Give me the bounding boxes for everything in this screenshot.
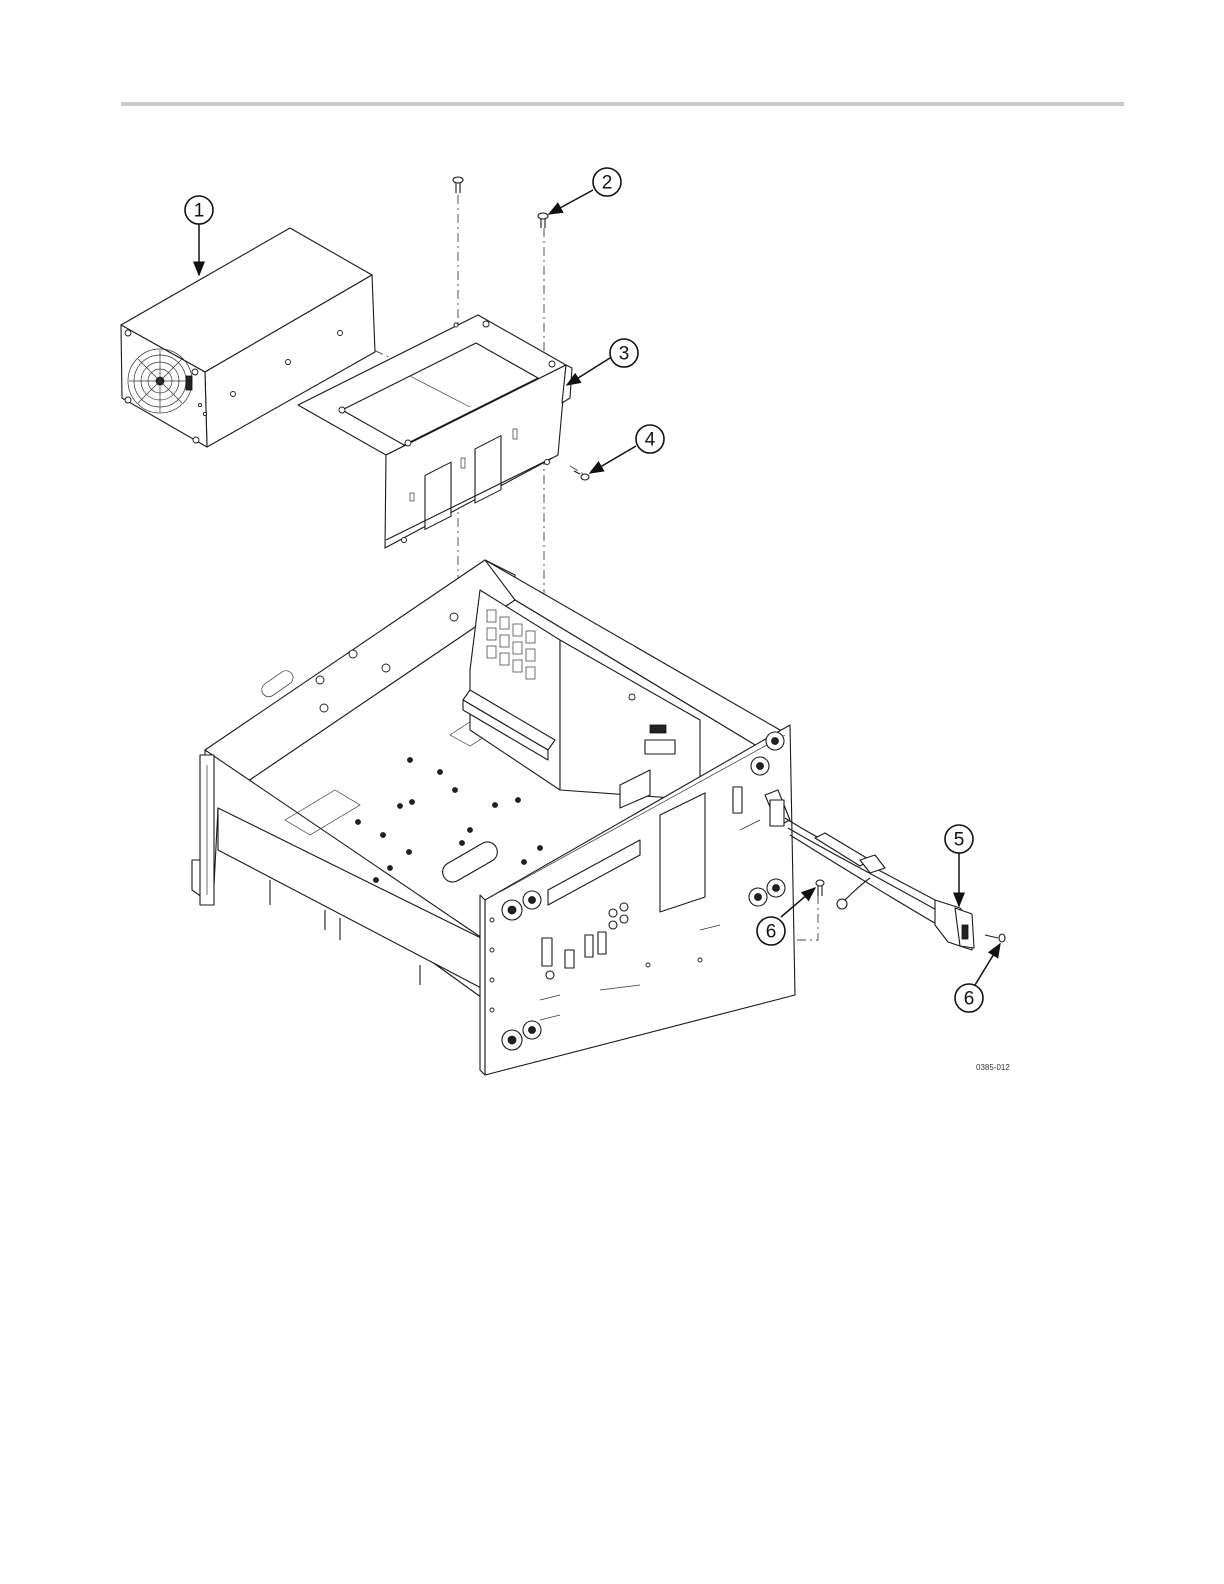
chassis bbox=[192, 560, 795, 1075]
screw-callout-2 bbox=[538, 213, 548, 228]
callout-4: 4 bbox=[590, 425, 664, 473]
callout-6-left-label: 6 bbox=[766, 922, 777, 943]
callout-1: 1 bbox=[185, 196, 213, 275]
callout-1-label: 1 bbox=[194, 201, 205, 222]
ac-line-filter-cable bbox=[765, 790, 1005, 950]
callout-5-label: 5 bbox=[954, 830, 965, 851]
figure-id: 0385-012 bbox=[976, 1063, 1010, 1072]
callout-5: 5 bbox=[945, 825, 973, 906]
callout-4-label: 4 bbox=[645, 430, 656, 451]
callout-2: 2 bbox=[549, 168, 621, 214]
screw-top-left bbox=[453, 177, 463, 193]
callout-6-right-label: 6 bbox=[964, 989, 975, 1010]
screw-callout-6-left bbox=[816, 880, 824, 896]
callout-6-right: 6 bbox=[955, 944, 1000, 1012]
callout-3: 3 bbox=[567, 339, 638, 385]
callout-3-label: 3 bbox=[619, 344, 630, 365]
callout-2-label: 2 bbox=[602, 173, 613, 194]
